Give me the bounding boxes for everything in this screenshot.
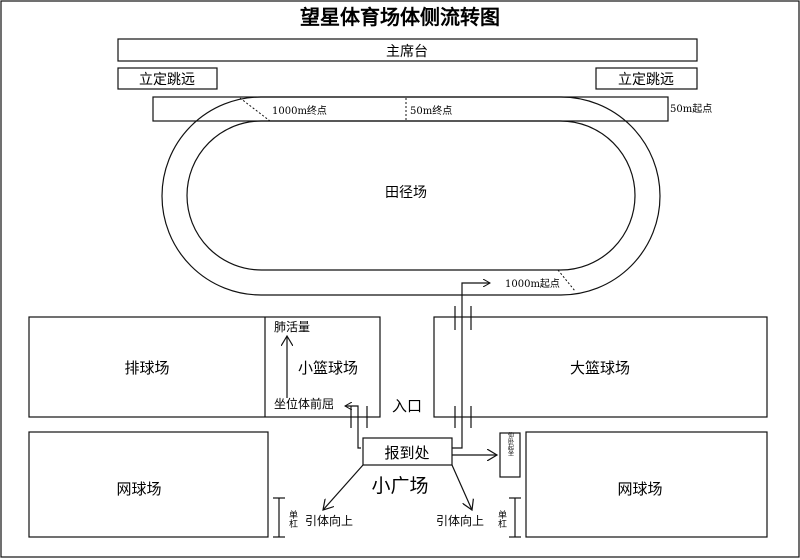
rostrum-label: 主席台 <box>386 44 428 60</box>
volleyball-court <box>28 316 381 418</box>
long-jump-left-box <box>117 67 218 90</box>
tennis-court-right <box>525 431 768 538</box>
path-to-1000m-start <box>452 283 490 449</box>
sit-and-reach-label: 坐位体前屈 <box>274 396 334 411</box>
tennis-right-label: 网球场 <box>617 480 662 498</box>
finish-50m-label: 50m终点 <box>410 104 452 117</box>
diagram-title: 望星体育场体侧流转图 <box>300 5 500 29</box>
track-inner <box>186 120 636 271</box>
start-1000m-line <box>557 269 576 292</box>
registration-box <box>362 437 453 466</box>
lung-capacity-label: 肺活量 <box>274 320 310 334</box>
rostrum-box <box>117 38 698 62</box>
long-jump-left-label: 立定跳远 <box>139 72 195 88</box>
long-jump-right-box <box>595 67 698 90</box>
arrow-to-pull-ups-left <box>323 464 364 510</box>
big-basketball-court <box>433 316 768 418</box>
pull-ups-right-label: 引体向上 <box>436 513 484 528</box>
start-50m-label: 50m起点 <box>670 103 712 115</box>
registration-label: 报到处 <box>384 444 429 462</box>
bar-left-icon <box>273 497 285 538</box>
bar-right-icon <box>509 497 521 538</box>
arrow-to-pull-ups-right <box>451 464 472 510</box>
small-square-label: 小广场 <box>371 475 428 497</box>
start-1000m-label: 1000m起点 <box>505 278 560 290</box>
sit-ups-box <box>499 432 521 478</box>
tennis-court-left <box>28 431 269 538</box>
big-basketball-label: 大篮球场 <box>570 359 630 377</box>
long-jump-right-label: 立定跳远 <box>618 72 674 88</box>
bar-right-label: 单杠 <box>496 509 507 529</box>
track-field-label: 田径场 <box>385 185 427 201</box>
small-basketball-label: 小篮球场 <box>298 359 358 377</box>
finish-1000m-label: 1000m终点 <box>272 104 327 117</box>
entrance-label: 入口 <box>392 397 422 415</box>
pull-ups-left-label: 引体向上 <box>305 513 353 528</box>
bar-left-label: 单杠 <box>287 509 298 529</box>
finish-1000m-line <box>239 97 271 122</box>
sit-ups-label: 仰卧起坐 <box>507 431 514 456</box>
volleyball-label: 排球场 <box>124 359 169 377</box>
track-outer <box>161 96 661 296</box>
path-to-sit-and-reach <box>345 406 361 449</box>
track <box>152 96 669 296</box>
tennis-left-label: 网球场 <box>116 480 161 498</box>
